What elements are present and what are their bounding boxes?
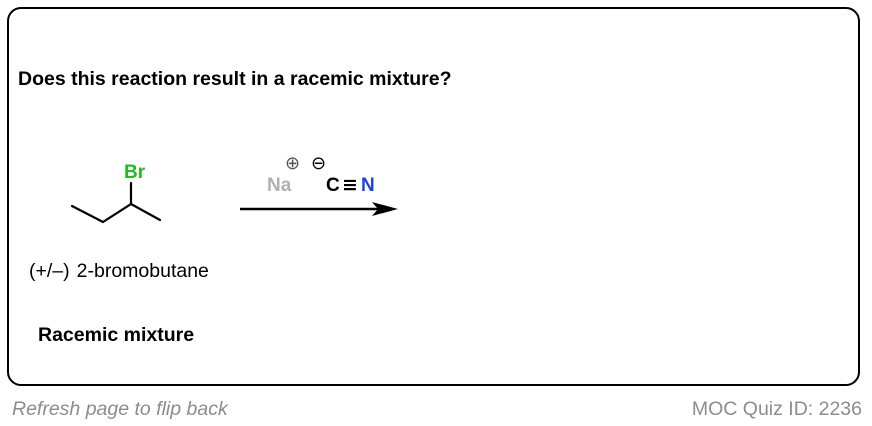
compound-name: (+/–) 2-bromobutane [29,260,209,283]
bromine-atom: Br [124,162,146,183]
reaction-arrow [240,202,398,216]
bond-c1-c2 [70,204,105,224]
reagent-sodium-cyanide: ⊕ Na ⊖ C ≡ N [267,153,375,196]
quiz-answer: Racemic mixture [38,324,195,346]
quiz-question: Does this reaction result in a racemic m… [18,68,452,90]
quiz-card[interactable] [7,7,860,386]
bond-c3-c4 [129,202,162,222]
racemic-prefix: (+/–) [29,260,70,282]
arrow-head-icon [372,202,398,216]
molecule-2-bromobutane: Br [70,162,162,224]
cation-charge-icon: ⊕ [285,153,300,174]
flip-back-hint: Refresh page to flip back [12,398,228,420]
nitrogen-atom: N [361,175,375,196]
carbon-atom: C [326,175,340,196]
compound-name-text: 2-bromobutane [76,260,209,282]
quiz-id: MOC Quiz ID: 2236 [691,398,862,420]
bond-c2-c3 [101,202,133,224]
anion-charge-icon: ⊖ [311,153,326,174]
triple-bond: ≡ [342,174,358,196]
sodium-atom: Na [267,175,292,196]
